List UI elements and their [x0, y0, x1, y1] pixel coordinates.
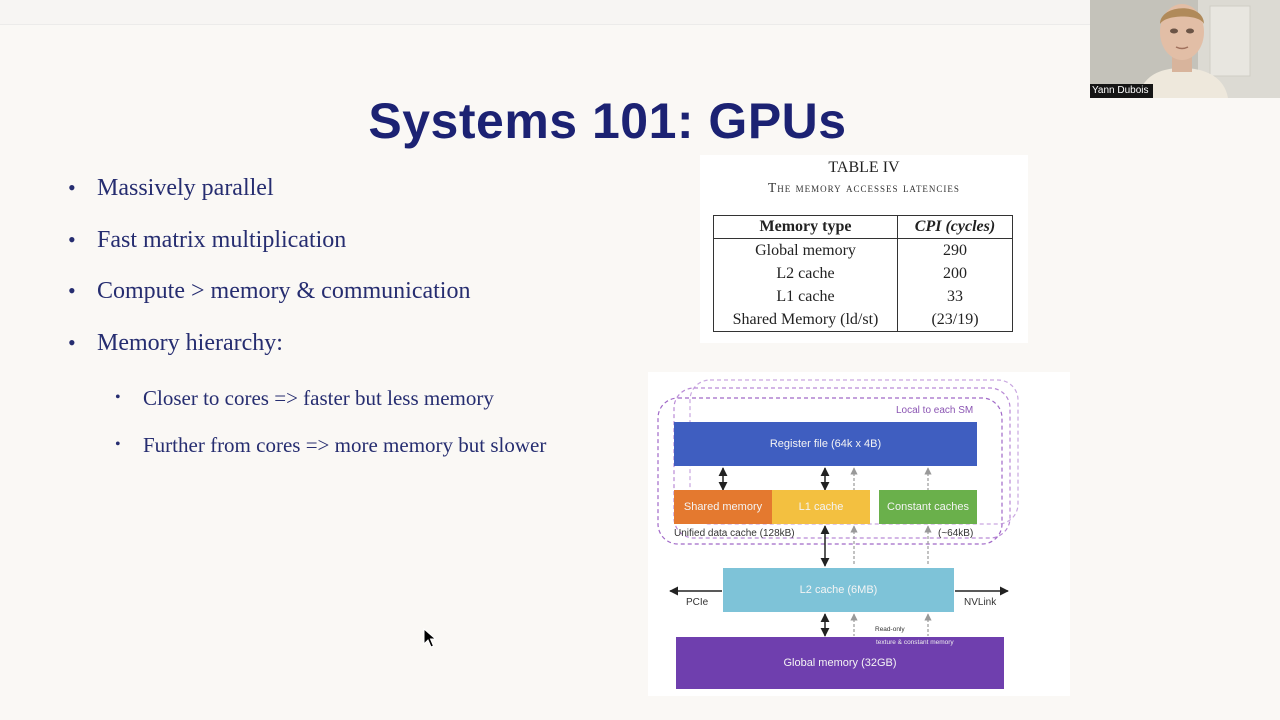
- sm-dashed-outline-back: [689, 379, 1019, 525]
- bullet-massively-parallel: •Massively parallel: [68, 172, 546, 224]
- read-only-label: Read-only: [875, 626, 905, 633]
- cell-cpi: (23/19): [931, 310, 979, 328]
- bullet-memory-hierarchy: •Memory hierarchy:: [68, 327, 546, 379]
- nvlink-label: NVLink: [964, 597, 997, 608]
- webcam-feed: [1090, 0, 1280, 98]
- cell-memory-type: Shared Memory (ld/st): [713, 308, 898, 332]
- register-file-box: Register file (64k x 4B): [674, 422, 977, 466]
- table-subtitle: The memory accesses latencies: [768, 180, 960, 195]
- global-memory-box: Global memory (32GB): [676, 637, 1004, 689]
- memory-hierarchy-diagram: Local to each SM Register file (64k x 4B…: [648, 372, 1070, 696]
- sub-bullet-further: •Further from cores => more memory but s…: [115, 425, 546, 472]
- l2-cache-box: L2 cache (6MB): [723, 568, 954, 612]
- shared-memory-box: Shared memory: [674, 490, 772, 524]
- slide-title: Systems 101: GPUs: [368, 93, 847, 149]
- mouse-cursor-icon: [423, 628, 437, 648]
- bullet-dot: •: [68, 175, 76, 200]
- bullet-dot: •: [68, 278, 76, 303]
- table-row: Shared Memory (ld/st) (23/19): [713, 308, 1013, 332]
- header-memory-type: Memory type: [713, 215, 898, 239]
- unified-cache-label: Unified data cache (128kB): [674, 528, 795, 539]
- table-header-row: Memory type CPI (cycles): [713, 215, 1013, 239]
- constant-caches-box: Constant caches: [879, 490, 977, 524]
- cell-memory-type: L1 cache: [713, 285, 898, 308]
- texture-constant-label: texture & constant memory: [876, 639, 954, 646]
- bullet-fast-matmul: •Fast matrix multiplication: [68, 224, 546, 276]
- cell-memory-type: L2 cache: [713, 262, 898, 285]
- bullet-dot: •: [68, 226, 76, 252]
- bullet-compute-memory: •Compute > memory & communication: [68, 275, 546, 327]
- bullet-list: •Massively parallel •Fast matrix multipl…: [68, 172, 546, 472]
- constant-size-label: (~64kB): [938, 528, 974, 539]
- local-to-sm-label: Local to each SM: [896, 405, 974, 416]
- table-row: L1 cache 33: [713, 285, 1013, 308]
- latency-table: Memory type CPI (cycles) Global memory 2…: [713, 215, 1013, 332]
- l1-cache-box: L1 cache: [772, 490, 870, 524]
- sub-bullet-dot: •: [115, 389, 121, 406]
- bullet-dot: •: [68, 329, 76, 355]
- table-row: Global memory 290: [713, 238, 1013, 262]
- cell-cpi: 200: [943, 264, 967, 282]
- sub-bullet-dot: •: [115, 436, 121, 453]
- webcam-person-image: [1090, 0, 1280, 98]
- table-row: L2 cache 200: [713, 262, 1013, 285]
- latency-table-panel: TABLE IV The memory accesses latencies M…: [700, 155, 1028, 343]
- cell-cpi: 33: [947, 287, 963, 305]
- sub-bullet-closer: •Closer to cores => faster but less memo…: [115, 378, 546, 425]
- header-cpi: CPI (cycles): [897, 215, 1013, 239]
- cell-cpi: 290: [943, 241, 967, 259]
- table-caption: TABLE IV: [828, 159, 900, 176]
- webcam-name-label: Yann Dubois: [1090, 84, 1153, 98]
- pcie-label: PCIe: [686, 597, 709, 608]
- cell-memory-type: Global memory: [713, 238, 898, 262]
- top-toolbar: [0, 0, 1090, 25]
- sm-dashed-outline-front: [657, 397, 1003, 545]
